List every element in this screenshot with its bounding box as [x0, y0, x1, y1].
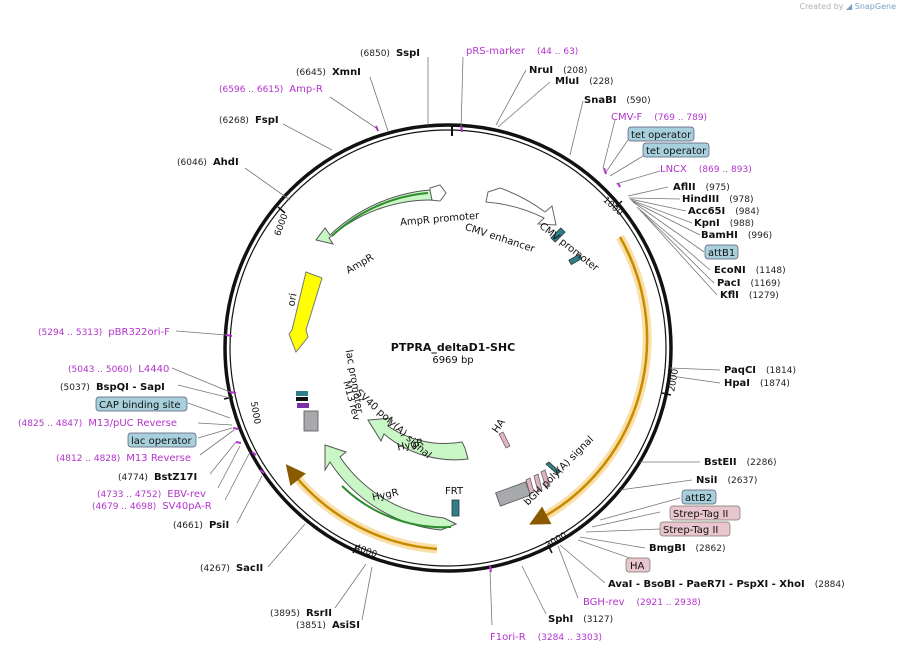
site-label-psii: (4661)PsiI — [173, 520, 229, 531]
feature-box-tet-operator-1: tet operator — [631, 130, 692, 141]
feature-box-strep-tag-1: Strep-Tag II — [673, 509, 728, 520]
site-label-kpni: KpnI(988) — [694, 218, 754, 229]
site-label-hindiii: HindIII(978) — [682, 194, 753, 205]
site-label-acc65i: Acc65I(984) — [688, 206, 759, 217]
primer-label-pbr322ori-f: (5294 .. 5313)pBR322ori-F — [38, 327, 170, 338]
tick-label-5000: 5000 — [248, 401, 262, 426]
primer-label-amp-r: (6596 .. 6615)Amp-R — [219, 84, 323, 95]
site-label-xmni: (6645)XmnI — [296, 67, 361, 78]
site-label-hpai: HpaI(1874) — [724, 378, 790, 389]
site-label-sacii: (4267)SacII — [200, 563, 263, 574]
orf-arcs — [285, 234, 652, 554]
site-label-fspi: (6268)FspI — [219, 115, 279, 126]
site-label-paqci: PaqCI(1814) — [724, 365, 796, 376]
tick-label-2000: 2000 — [667, 368, 681, 393]
feature-label-ori: ori — [286, 293, 299, 308]
feature-box-attb1: attB1 — [708, 248, 735, 259]
site-label-rsrii: (3895)RsrII — [270, 608, 332, 619]
site-label-econi: EcoNI(1148) — [714, 265, 786, 276]
site-label-asisi: (3851)AsiSI — [296, 620, 360, 631]
credit-prefix: Created by — [799, 2, 844, 11]
primer-label-f1ori-r: F1ori-R(3284 .. 3303) — [490, 632, 602, 643]
annotation-labels: (6850)SspI (6645)XmnI (6596 .. 6615)Amp-… — [18, 46, 845, 643]
feature-box-tet-operator-2: tet operator — [646, 146, 707, 157]
site-label-ahdi: (6046)AhdI — [177, 157, 239, 168]
site-label-aflii: AflII(975) — [673, 182, 730, 193]
site-label-avai-group: AvaI - BsoBI - PaeR7I - PspXI - XhoI(288… — [608, 579, 845, 590]
primer-marks — [225, 125, 621, 573]
site-label-bsteii: BstEII(2286) — [704, 457, 777, 468]
site-label-kfli: KflI(1279) — [720, 290, 779, 301]
feature-label-cmv-promoter: CMV promoter — [537, 221, 601, 275]
plasmid-name: PTPRA_deltaD1-SHC — [391, 341, 515, 354]
site-label-nsii: NsiI(2637) — [696, 475, 757, 486]
feature-label-frt: FRT — [445, 486, 464, 497]
primer-label-lncx: LNCX(869 .. 893) — [660, 164, 752, 175]
site-label-mlui: MluI(228) — [555, 76, 613, 87]
primer-label-prs-marker: pRS-marker(44 .. 63) — [466, 46, 578, 57]
plasmid-size: 6969 bp — [432, 355, 473, 366]
feature-box-strep-tag-2: Strep-Tag II — [663, 525, 718, 536]
feature-box-lac-operator: lac operator — [131, 436, 192, 447]
tick-label-4000: 4000 — [353, 543, 378, 560]
feature-label-hygr-1: HygR — [396, 437, 424, 453]
feature-label-sv40-polya: SV40 poly(A) signal — [353, 388, 433, 462]
leader-lines — [171, 56, 721, 626]
feature-box-ha: HA — [630, 561, 645, 572]
site-label-bmgbi: BmgBI(2862) — [649, 543, 725, 554]
site-label-nrui: NruI(208) — [529, 65, 587, 76]
feature-box-cap-binding-site: CAP binding site — [99, 400, 181, 411]
snapgene-logo: ◢ — [846, 2, 853, 11]
primer-label-m13-puc-reverse: (4825 .. 4847)M13/pUC Reverse — [18, 418, 177, 429]
site-label-paci: PacI(1169) — [717, 278, 780, 289]
site-label-sspi: (6850)SspI — [360, 48, 420, 59]
feature-label-cmv-enhancer: CMV enhancer — [463, 222, 536, 255]
primer-label-m13-reverse: (4812 .. 4828)M13 Reverse — [56, 453, 191, 464]
site-label-bamhi: BamHI(996) — [701, 230, 772, 241]
primer-label-bgh-rev: BGH-rev(2921 .. 2938) — [583, 597, 701, 608]
backbone-circle — [223, 123, 673, 573]
tick-label-3000: 3000 — [544, 531, 569, 551]
credit-brand: SnapGene — [854, 2, 896, 11]
snapgene-credit: Created by ◢ SnapGene — [799, 2, 896, 11]
primer-label-cmv-f: CMV-F(769 .. 789) — [611, 112, 707, 123]
feature-box-attb2: attB2 — [685, 493, 712, 504]
site-label-bstz17i: (4774)BstZ17I — [118, 472, 197, 483]
primer-label-l4440: (5043 .. 5060)L4440 — [68, 364, 169, 375]
feature-shapes — [288, 184, 583, 531]
site-label-bspqi-sapi: (5037)BspQI - SapI — [60, 382, 165, 393]
tick-label-6000: 6000 — [273, 212, 290, 237]
primer-label-ebv-rev: (4733 .. 4752)EBV-rev — [97, 489, 206, 500]
site-label-sphi: SphI(3127) — [548, 614, 613, 625]
feature-label-hygr-2: HygR — [371, 487, 399, 503]
backbone-inner-circle — [229, 129, 667, 567]
site-label-snabi: SnaBI(590) — [584, 95, 651, 106]
feature-label-bgh-polya: bGH poly(A) signal — [522, 434, 596, 508]
feature-label-ha: HA — [491, 417, 508, 435]
feature-label-ampr: AmpR — [344, 252, 375, 276]
primer-label-sv40pa-r: (4679 .. 4698)SV40pA-R — [92, 501, 212, 512]
